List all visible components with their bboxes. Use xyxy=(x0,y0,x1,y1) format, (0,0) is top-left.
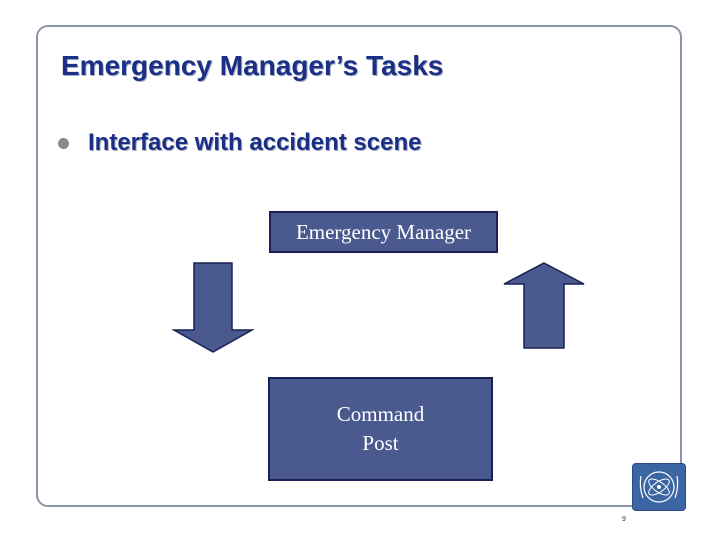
emergency-manager-label: Emergency Manager xyxy=(295,219,472,244)
iaea-logo-icon xyxy=(632,463,686,511)
up-arrow-icon xyxy=(503,262,585,349)
down-arrow-icon xyxy=(172,262,254,353)
page-number: 9 xyxy=(622,516,626,523)
emergency-manager-box: Emergency Manager xyxy=(269,211,498,253)
command-post-box: Command Post xyxy=(268,377,493,481)
bullet-item: Interface with accident scene xyxy=(58,127,421,159)
command-post-label-line1: Command xyxy=(336,402,425,426)
command-post-label-line2: Post xyxy=(362,431,399,455)
slide-frame xyxy=(36,25,682,507)
bullet-dot-icon xyxy=(58,137,69,149)
slide-title: Emergency Manager’s Tasks xyxy=(61,50,444,81)
bullet-text: Interface with accident scene xyxy=(88,129,422,156)
